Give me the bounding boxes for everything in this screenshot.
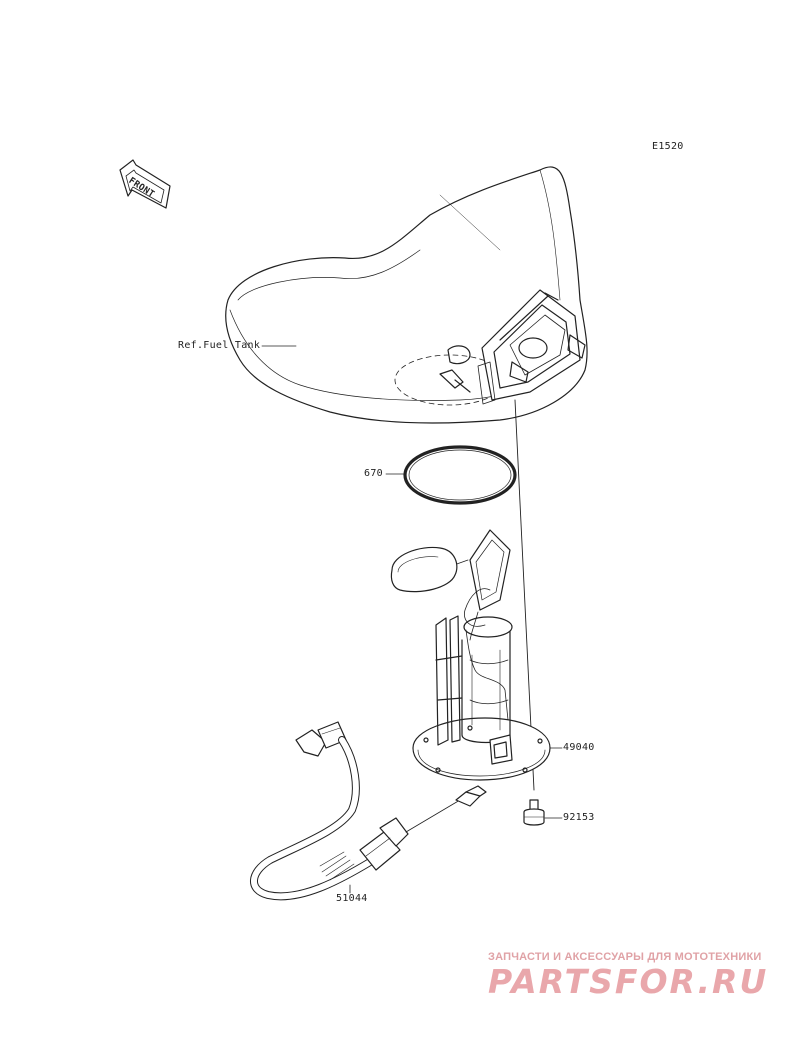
label-hose: 51044 <box>336 893 368 904</box>
gasket-ring <box>403 445 517 505</box>
diagram-code: E1520 <box>652 141 684 152</box>
front-arrow-icon <box>119 159 171 209</box>
label-gasket: 670 <box>364 468 383 479</box>
watermark-tagline: ЗАПЧАСТИ И АКСЕССУАРЫ ДЛЯ МОТОТЕХНИКИ <box>488 951 762 963</box>
fuel-hose <box>250 721 487 901</box>
fuel-tank <box>225 166 588 424</box>
bolt <box>523 799 545 826</box>
label-ref-fuel-tank: Ref.Fuel Tank <box>178 340 261 351</box>
label-pump: 49040 <box>563 742 595 753</box>
fuel-pump-assembly <box>390 529 551 781</box>
watermark-brand: PARTSFOR.RU <box>488 962 769 1001</box>
label-bolt: 92153 <box>563 812 595 823</box>
